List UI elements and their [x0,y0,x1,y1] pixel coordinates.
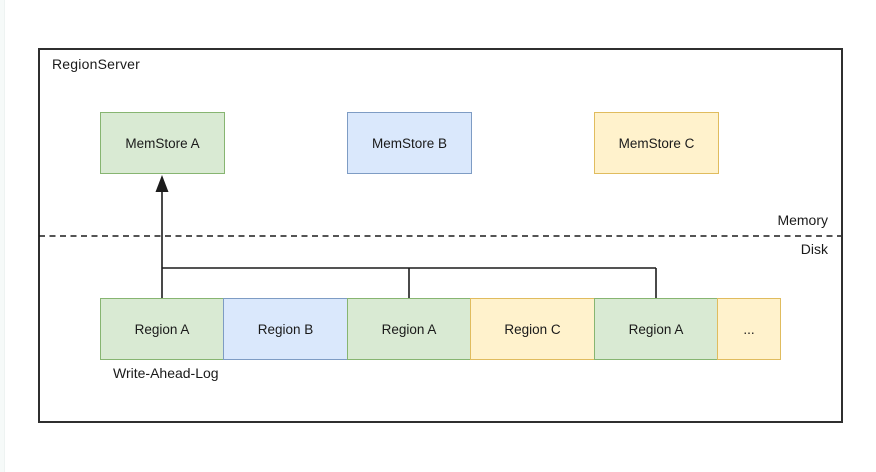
wal-segment-label: Region A [381,321,437,337]
memstore-a-box: MemStore A [100,112,225,174]
wal-segment-label: Region B [257,321,314,337]
memstore-b-box: MemStore B [347,112,472,174]
wal-segment-label: ... [743,321,755,337]
memstore-c-label: MemStore C [618,135,695,151]
memstore-c-box: MemStore C [594,112,719,174]
left-edge-strip [0,0,5,472]
wal-segment-ellipsis: ... [717,298,781,360]
memstore-b-label: MemStore B [371,135,448,151]
wal-segment-region-c: Region C [470,298,595,360]
wal-segment-label: Region A [628,321,684,337]
wal-segment-region-a-3: Region A [594,298,718,360]
wal-segment-label: Region C [504,321,561,337]
disk-label: Disk [800,241,828,257]
wal-segment-region-a-2: Region A [347,298,471,360]
memory-label: Memory [777,212,828,228]
write-ahead-log-label: Write-Ahead-Log [113,365,219,381]
wal-segment-region-a-1: Region A [100,298,224,360]
regionserver-title: RegionServer [52,56,140,72]
wal-segment-label: Region A [134,321,190,337]
memstore-a-label: MemStore A [125,135,200,151]
wal-segment-region-b: Region B [223,298,348,360]
